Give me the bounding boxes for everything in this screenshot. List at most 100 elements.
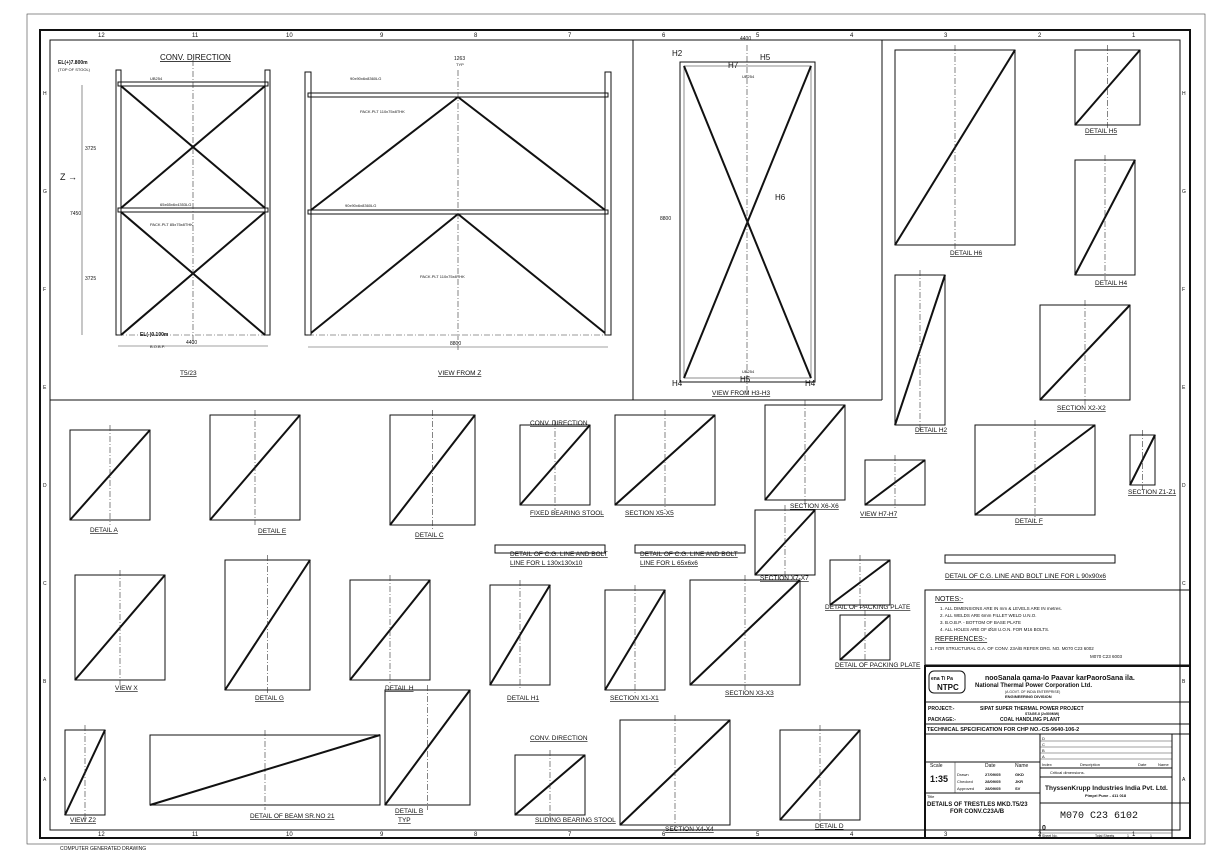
grid-column-number: 1: [1132, 33, 1136, 39]
cg-line-title: DETAIL OF C.G. LINE AND BOLT: [510, 551, 608, 558]
approval-name: JKR: [1015, 779, 1023, 784]
view-title: VIEW FROM H3-H3: [712, 390, 771, 397]
member-line: [1074, 159, 1136, 276]
svg-text:90x90x6x8360LG: 90x90x6x8360LG: [345, 203, 376, 208]
svg-text:1. FOR STRUCTURAL G.A. OF CONV: 1. FOR STRUCTURAL G.A. OF CONV. 23A/B RE…: [930, 646, 1094, 651]
detail-title: DETAIL F: [1015, 518, 1043, 525]
detail-drawing: [779, 725, 861, 825]
inner-frame: [49, 39, 1181, 831]
svg-text:PACK.PLT 110x75x8THK: PACK.PLT 110x75x8THK: [360, 109, 405, 114]
grid-row-letter: G: [1182, 189, 1186, 195]
detail-drawing: [74, 570, 166, 685]
grid-row-letter: H: [1182, 91, 1186, 97]
cg-line-title: DETAIL OF C.G. LINE AND BOLT LINE FOR L …: [945, 573, 1106, 580]
detail-drawing: [149, 730, 381, 810]
grid-column-number: 6: [662, 33, 666, 39]
detail-drawing: [614, 410, 716, 510]
approval-name: SV: [1015, 786, 1021, 791]
detail-drawing: [224, 555, 311, 695]
drawing-frame: [39, 29, 1191, 839]
svg-text:(TOP OF STOOL): (TOP OF STOOL): [58, 67, 91, 72]
detail-drawing: [689, 575, 801, 690]
svg-text:UB254: UB254: [742, 369, 755, 374]
view-from-h3-h3: 4400 8800 UB254 UB254 H2 H7 H5 H6 H4 H5 …: [660, 36, 816, 397]
detail-title: DETAIL G: [255, 695, 284, 702]
grid-column-number: 1: [1132, 832, 1136, 838]
detail-title: VIEW Z2: [70, 817, 96, 824]
detail-drawing: [1129, 430, 1156, 490]
svg-text:PACK.PLT 85x75x8THK: PACK.PLT 85x75x8THK: [150, 222, 193, 227]
grid-row-letter: G: [43, 189, 47, 195]
approval-date: 28/09/05: [985, 779, 1001, 784]
grid-column-number: 2: [1038, 33, 1042, 39]
svg-text:4. ALL HOLES ARE OF Ø18 U.O.N.: 4. ALL HOLES ARE OF Ø18 U.O.N. FOR M16 B…: [940, 627, 1049, 632]
svg-text:ENGINEERING DIVISION: ENGINEERING DIVISION: [1005, 694, 1052, 699]
detail-title: DETAIL H1: [507, 695, 540, 702]
detail-title: CONV. DIRECTION: [530, 735, 588, 742]
svg-text:7450: 7450: [70, 211, 81, 217]
detail-drawing: [1039, 300, 1131, 405]
grid-column-number: 3: [944, 33, 948, 39]
detail-title: DETAIL B: [395, 808, 423, 815]
approval-role: Checked: [957, 779, 973, 784]
svg-text:H5: H5: [740, 375, 751, 384]
detail-title: VIEW H7-H7: [860, 511, 898, 518]
svg-text:(A GOVT. OF INDIA ENTERPRISE): (A GOVT. OF INDIA ENTERPRISE): [1005, 690, 1060, 694]
view-from-z: 8800 1263 TYP 90x90x6x8360LG 90x90x6x836…: [304, 56, 612, 377]
cg-line-title: LINE FOR L 130x130x10: [510, 560, 583, 567]
grid-row-letter: D: [43, 483, 47, 489]
svg-text:Pimpri Pune - 411 018: Pimpri Pune - 411 018: [1085, 793, 1127, 798]
detail-drawing: [619, 715, 731, 830]
grid-column-number: 8: [474, 832, 478, 838]
svg-text:ThyssenKrupp Industries India: ThyssenKrupp Industries India Pvt. Ltd.: [1045, 785, 1168, 792]
svg-text:4400: 4400: [740, 36, 751, 42]
svg-text:Title: Title: [927, 794, 935, 799]
view-title: T5/23: [180, 370, 197, 377]
detail-title: SECTION X2-X2: [1057, 405, 1106, 412]
detail-drawing: [389, 410, 476, 530]
angle-section: [634, 544, 746, 554]
grid-column-number: 8: [474, 33, 478, 39]
detail-drawing: [519, 420, 591, 510]
detail-title: SECTION X7-X7: [760, 575, 809, 582]
approval-role: Approved: [957, 786, 974, 791]
detail-drawing: [604, 585, 666, 695]
detail-title: DETAIL H6: [950, 250, 983, 257]
grid-column-number: 3: [944, 832, 948, 838]
svg-text:H6: H6: [775, 193, 786, 202]
svg-text:ena Ti Pa: ena Ti Pa: [931, 676, 953, 682]
grid-column-number: 7: [568, 33, 572, 39]
svg-text:65x65x6x4353LG: 65x65x6x4353LG: [160, 202, 191, 207]
conv-direction-label: CONV. DIRECTION: [160, 53, 231, 62]
detail-drawing: [829, 555, 891, 610]
grid-row-letter: F: [1182, 287, 1185, 293]
detail-drawing: [754, 505, 816, 580]
approval-role: Drawn: [957, 772, 969, 777]
svg-text:Index: Index: [1042, 762, 1052, 767]
grid-column-number: 7: [568, 832, 572, 838]
svg-text:Date: Date: [985, 763, 996, 769]
svg-text:Name: Name: [1015, 763, 1029, 769]
drawing-number: M070 C23 6102: [1060, 811, 1138, 822]
svg-text:4400: 4400: [186, 340, 197, 346]
grid-column-number: 5: [756, 33, 760, 39]
revision-index: D: [1042, 736, 1045, 741]
detail-drawing: [894, 270, 946, 430]
grid-column-number: 4: [850, 832, 854, 838]
detail-title: DETAIL H: [385, 685, 414, 692]
detail-drawing: [384, 685, 471, 810]
detail-drawing: [764, 400, 846, 505]
svg-text:UB254: UB254: [742, 74, 755, 79]
grid-column-number: 9: [380, 832, 384, 838]
detail-title: DETAIL A: [90, 527, 118, 534]
svg-text:1263: 1263: [454, 56, 465, 62]
approval-date: 28/09/05: [985, 786, 1001, 791]
svg-text:90x90x6x8360LG: 90x90x6x8360LG: [350, 76, 381, 81]
grid-column-number: 12: [98, 33, 105, 39]
detail-drawing: [64, 725, 106, 820]
detail-title: DETAIL OF PACKING PLATE: [835, 662, 921, 669]
trestle-t5-elevation: CONV. DIRECTION 4400 7450 3725 3725 EL(+…: [58, 53, 271, 377]
